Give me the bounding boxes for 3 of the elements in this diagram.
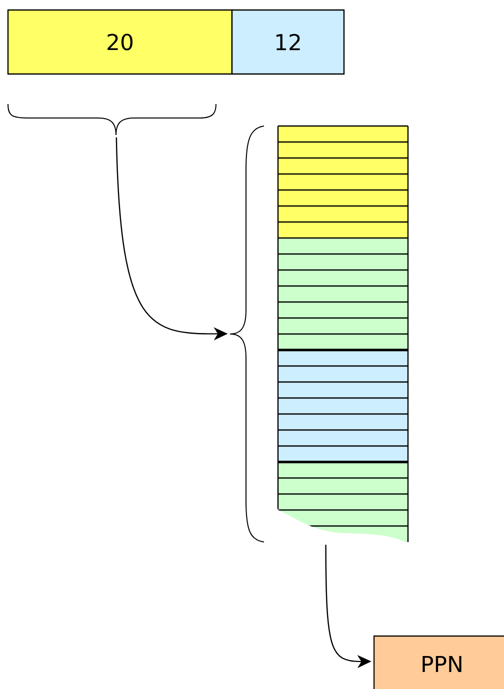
number-box: 20	[7, 9, 233, 75]
label-box: PPN	[373, 635, 504, 689]
number-box: 12	[231, 9, 345, 75]
